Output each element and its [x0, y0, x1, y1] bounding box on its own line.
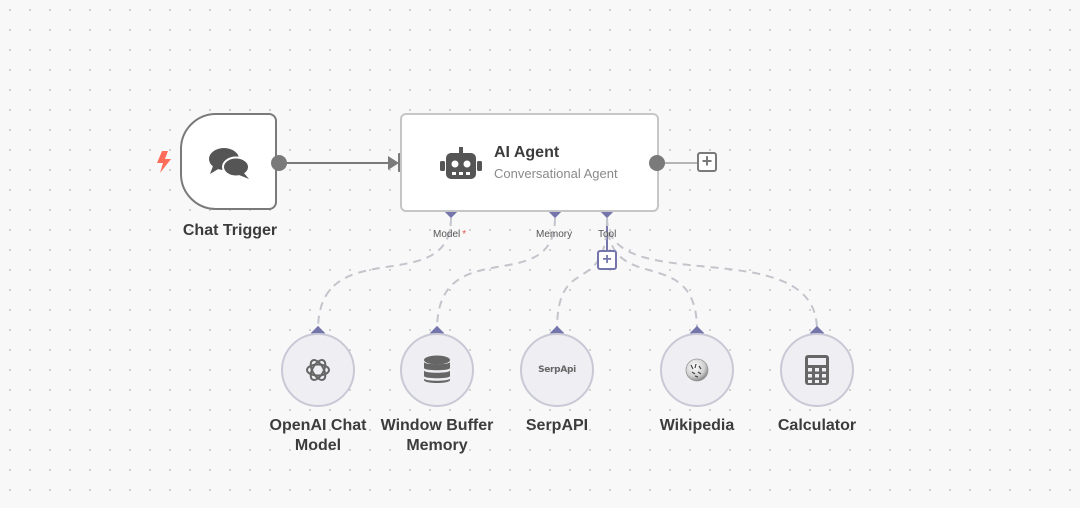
- openai-chat-model-node[interactable]: [281, 333, 355, 407]
- subnode-title-wikipedia: Wikipedia: [659, 417, 735, 434]
- port-label-memory: Memory: [536, 229, 573, 240]
- connection-arrow: [388, 156, 399, 170]
- port-label-model: Model*: [433, 229, 466, 240]
- trigger-bolt-icon: [157, 151, 171, 173]
- chat-bubbles-icon: [209, 148, 250, 179]
- subnode-title-memory: Window Buffer Memory: [372, 416, 502, 456]
- wikipedia-node[interactable]: [660, 333, 734, 407]
- serpapi-node[interactable]: SerpApi: [520, 333, 594, 407]
- subnode-title-serpapi: SerpAPI: [525, 417, 589, 434]
- trigger-title: Chat Trigger: [182, 222, 278, 239]
- openai-title-line1: OpenAI Chat: [269, 417, 367, 434]
- openai-icon: [306, 359, 330, 381]
- agent-title: AI Agent: [494, 144, 560, 161]
- window-buffer-memory-node[interactable]: [400, 333, 474, 407]
- trigger-output-handle[interactable]: [271, 155, 287, 171]
- connection-tool-calculator[interactable]: [606, 217, 818, 331]
- agent-output-handle[interactable]: [649, 155, 665, 171]
- wikipedia-icon: [685, 358, 709, 382]
- connection-tool-wikipedia[interactable]: [606, 217, 698, 331]
- memory-title-line1: Window Buffer: [380, 417, 494, 434]
- ai-agent-node[interactable]: AI Agent Conversational Agent: [400, 113, 659, 212]
- connection-model-openai[interactable]: [317, 217, 452, 331]
- port-label-model-text: Model: [433, 229, 461, 240]
- add-tool-button[interactable]: +: [597, 250, 617, 270]
- calculator-node[interactable]: [780, 333, 854, 407]
- connection-tool-serpapi[interactable]: [556, 217, 608, 331]
- connection-memory-buffer[interactable]: [436, 217, 556, 331]
- port-label-tool: Tool: [598, 229, 617, 240]
- required-mark: *: [462, 229, 467, 240]
- openai-title-line2: Model: [294, 437, 342, 454]
- agent-subtitle: Conversational Agent: [494, 166, 618, 181]
- memory-title-line2: Memory: [406, 437, 468, 454]
- subnode-title-openai: OpenAI Chat Model: [253, 416, 383, 456]
- subnode-title-calculator: Calculator: [777, 417, 857, 434]
- database-icon: [424, 355, 450, 383]
- add-node-button[interactable]: +: [697, 152, 717, 172]
- serpapi-icon: SerpApi: [538, 365, 576, 375]
- chat-trigger-node[interactable]: [180, 113, 277, 210]
- calculator-icon: [805, 355, 829, 385]
- robot-icon: [440, 147, 482, 179]
